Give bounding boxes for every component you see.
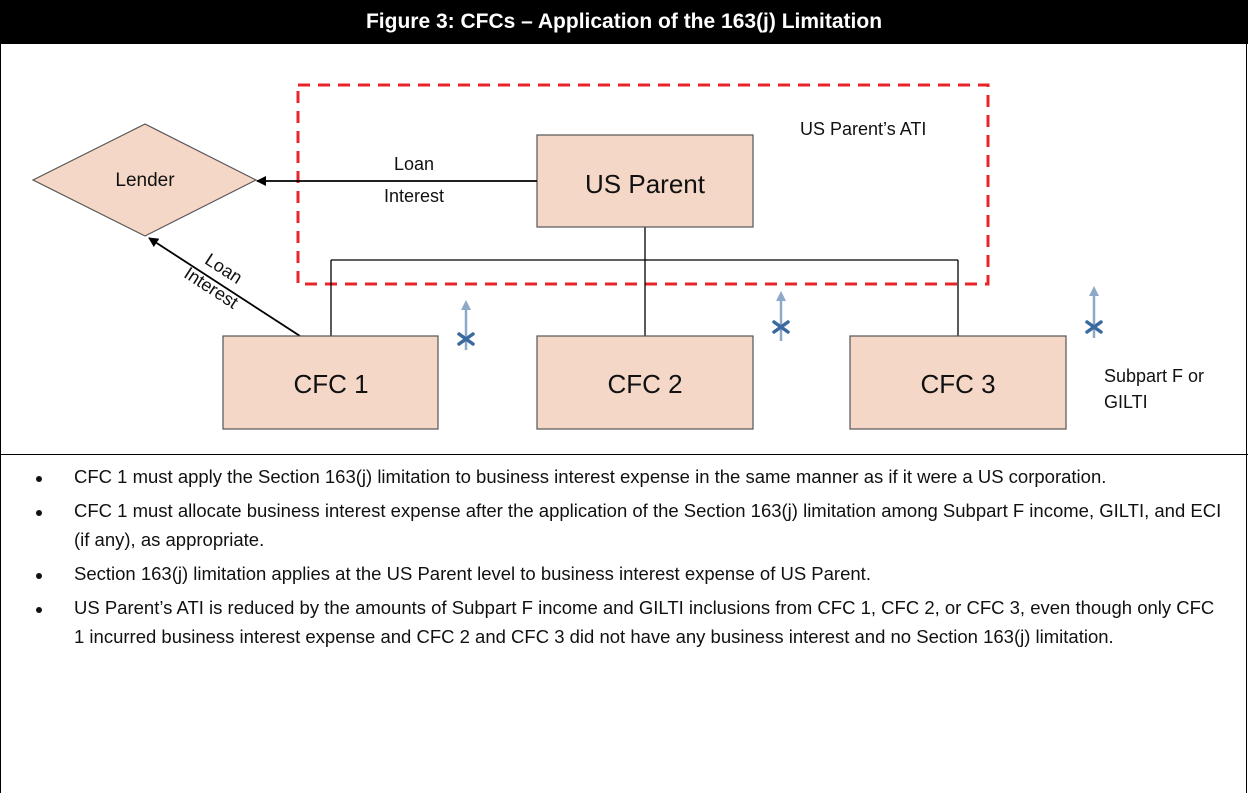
- cfc1-loan-arrow: [148, 237, 301, 337]
- list-item: Section 163(j) limitation applies at the…: [34, 559, 1224, 588]
- cfc3-node: [849, 335, 1067, 430]
- inclusion-arrow-icon: [772, 291, 790, 341]
- inclusion-label-2: GILTI: [1104, 392, 1148, 412]
- lender-label: Lender: [115, 170, 175, 191]
- inclusion-label-1: Subpart F or: [1104, 366, 1204, 386]
- list-item: CFC 1 must allocate business interest ex…: [34, 496, 1224, 554]
- cfc2-label: CFC 2: [607, 369, 682, 399]
- parent-loan-label-1: Loan: [394, 154, 434, 174]
- figure-frame: [0, 44, 1247, 793]
- cfc2-node: [536, 335, 754, 430]
- inclusion-arrow-icon: [1085, 286, 1103, 338]
- ati-boundary: [296, 83, 990, 286]
- structure-diagram: US Parent’s ATI Lender US Parent Loan In…: [31, 83, 1204, 430]
- figure-title: Figure 3: CFCs – Application of the 163(…: [0, 0, 1248, 44]
- list-item: US Parent’s ATI is reduced by the amount…: [34, 593, 1224, 651]
- cfc1-label: CFC 1: [293, 369, 368, 399]
- us-parent-node: [536, 134, 754, 228]
- section-divider: [0, 454, 1248, 455]
- inclusion-arrow-icon: [457, 300, 475, 350]
- explanation-list: CFC 1 must apply the Section 163(j) limi…: [34, 462, 1224, 656]
- us-parent-label: US Parent: [585, 169, 706, 199]
- list-item: CFC 1 must apply the Section 163(j) limi…: [34, 462, 1224, 491]
- ati-label: US Parent’s ATI: [800, 119, 926, 139]
- parent-loan-label-2: Interest: [384, 186, 444, 206]
- cfc1-node: [222, 335, 439, 430]
- cfc3-label: CFC 3: [920, 369, 995, 399]
